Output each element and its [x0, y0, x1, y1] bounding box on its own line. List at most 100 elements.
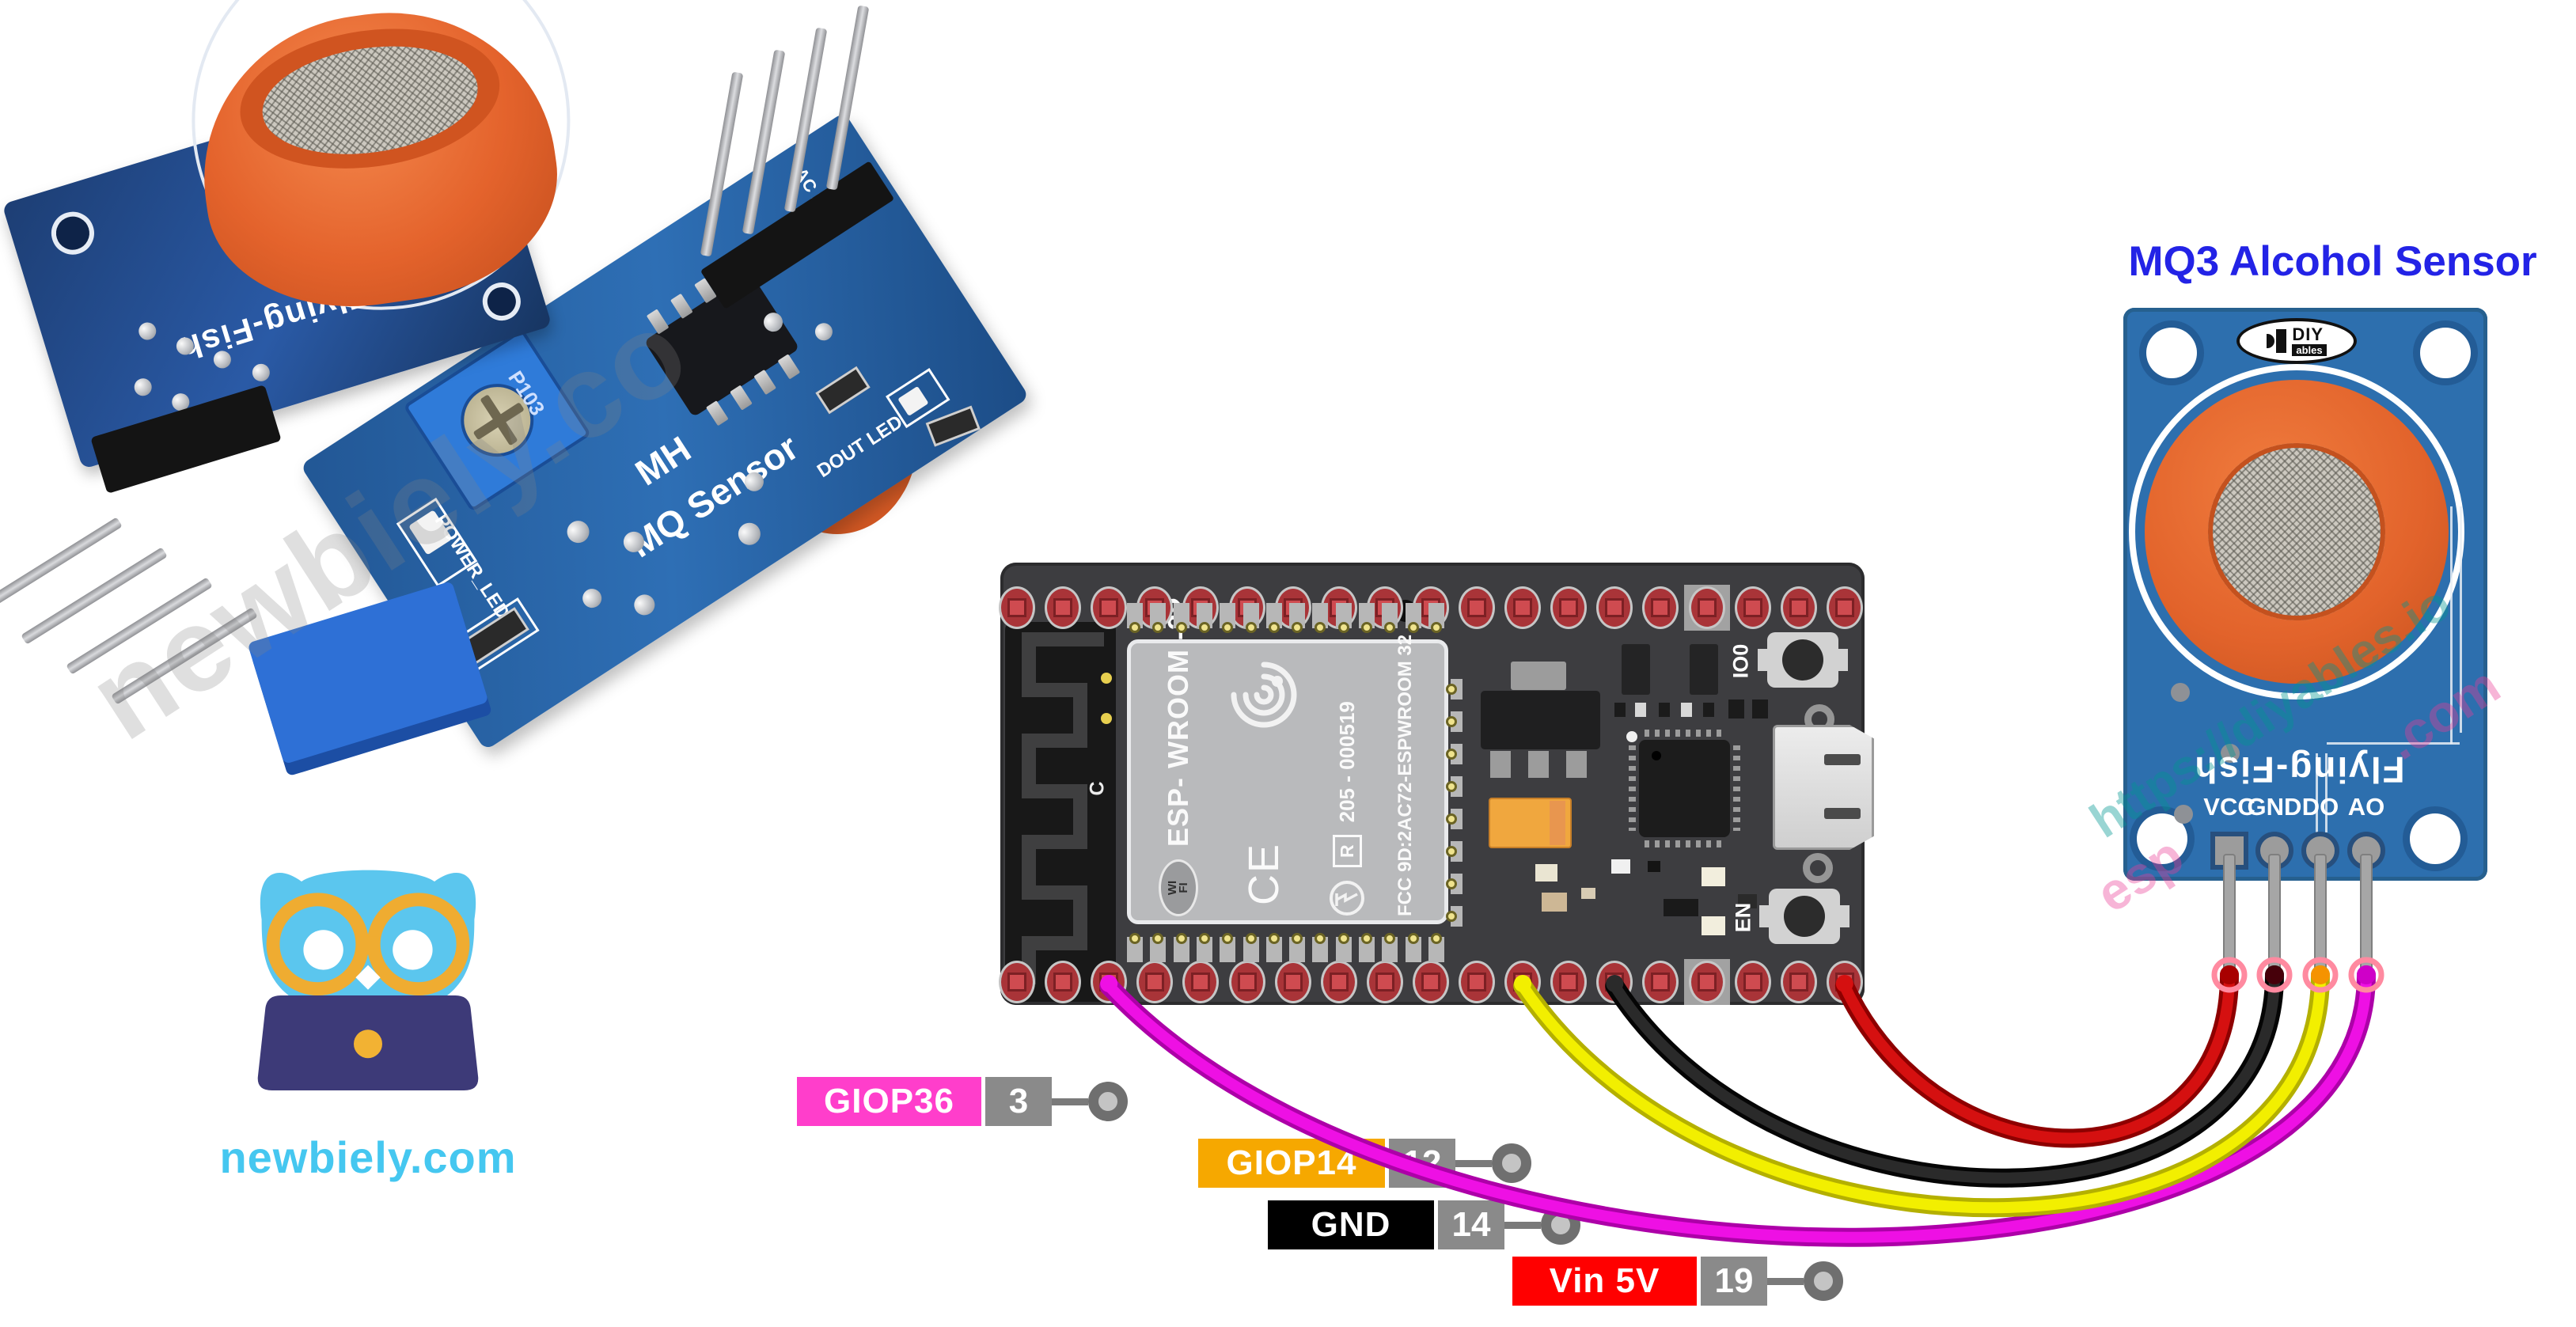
- castellation-pad: [1405, 937, 1421, 962]
- castellation-pad: [1173, 603, 1189, 628]
- castellation-hole: [1446, 813, 1457, 825]
- castellation-pad: [1405, 603, 1421, 628]
- mount-hole: [2420, 328, 2471, 378]
- leader-line: [1455, 1159, 1492, 1167]
- castellation-hole: [1337, 933, 1349, 944]
- esp32-pin-hole: [1550, 961, 1588, 1003]
- led: [1626, 731, 1637, 742]
- esp32-pin-hole: [1596, 586, 1633, 629]
- diyables-glyph: [2267, 329, 2287, 353]
- sensor-pin-pad: [2255, 832, 2293, 870]
- sensor-pin-name: AO: [2347, 793, 2385, 821]
- castellation-hole: [1384, 933, 1396, 944]
- esp32-pin-hole: [1228, 961, 1265, 1003]
- esp32-pin-hole: [999, 586, 1035, 629]
- voltage-regulator: [1481, 691, 1600, 749]
- castellation-hole: [1222, 933, 1234, 944]
- castellation-pad: [1150, 937, 1167, 962]
- wire-esp-connection: [1514, 975, 1532, 992]
- wire-esp-connection: [1100, 975, 1118, 992]
- castellation-pad: [1220, 937, 1236, 962]
- esp32-pin-hole: [1182, 961, 1220, 1003]
- castellation-hole: [1446, 878, 1457, 889]
- espressif-logo: [1231, 662, 1297, 728]
- wire-tip-glow: [2256, 957, 2293, 993]
- castellation-hole: [1129, 933, 1140, 944]
- castellation-hole: [1198, 933, 1210, 944]
- wire-tip-glow: [2302, 957, 2339, 993]
- castellation-pad: [1382, 937, 1398, 962]
- pin-function-label: GIOP36: [797, 1077, 981, 1126]
- castellation-pad: [1428, 603, 1444, 628]
- castellation-hole: [1268, 933, 1280, 944]
- leader-dot: [1492, 1143, 1531, 1183]
- castellation-hole: [1430, 933, 1442, 944]
- esp32-pin-hole: [1826, 586, 1863, 629]
- castellation-pad: [1335, 603, 1352, 628]
- wire-tip-glow: [2211, 957, 2248, 993]
- logo-text-top: DIY: [2292, 324, 2324, 344]
- esp32-pin-hole: [1734, 586, 1771, 629]
- castellation-pad: [1289, 937, 1306, 962]
- owl-mascot-icon: [257, 870, 479, 1090]
- castellation-pad: [1359, 603, 1375, 628]
- castellation-hole: [1407, 622, 1419, 633]
- castellation-pad: [1127, 937, 1143, 962]
- castellation-pad: [1382, 603, 1398, 628]
- wire-esp-connection: [1606, 975, 1624, 992]
- castellation-hole: [1245, 933, 1257, 944]
- castellation-pad: [1312, 937, 1329, 962]
- wifi-antenna: [1005, 622, 1116, 1002]
- regulator-leg: [1528, 751, 1549, 778]
- cert-mark-icon: [1330, 881, 1365, 916]
- castellation-pad: [1312, 603, 1329, 628]
- castellation-hole: [1152, 622, 1164, 633]
- sensor-pin-stub: [2223, 854, 2236, 973]
- en-button[interactable]: [1769, 889, 1840, 944]
- wire-tip: [2265, 965, 2284, 984]
- castellation-hole: [1315, 622, 1326, 633]
- sensor-pin-stub: [2314, 854, 2327, 973]
- esp32-pin-hole: [1091, 586, 1128, 629]
- castellation-pad: [1265, 603, 1282, 628]
- castellation-pad: [1428, 937, 1444, 962]
- logo-text-bottom: ables: [2292, 344, 2327, 356]
- esp32-pin-hole: [1780, 586, 1817, 629]
- leader-line: [1052, 1098, 1088, 1105]
- pin-number-badge: 3: [985, 1077, 1052, 1126]
- castellation-hole: [1292, 933, 1303, 944]
- regulator-tab: [1511, 662, 1566, 690]
- castellation-hole: [1198, 622, 1210, 633]
- leader-line: [1767, 1277, 1804, 1285]
- castellation-hole: [1446, 684, 1457, 695]
- wire-gnd: [1609, 969, 2280, 1184]
- esp32-pin-hole: [1550, 586, 1588, 629]
- sensor-pin-name: DO: [2301, 793, 2339, 821]
- sensor-pin-stub: [2268, 854, 2281, 973]
- wire-ao: [1103, 969, 2372, 1243]
- brand-site-label: newbiely.com: [219, 1132, 517, 1182]
- micro-usb-port[interactable]: [1773, 725, 1874, 850]
- wire-tip: [2311, 965, 2330, 984]
- castellation-hole: [1446, 911, 1457, 922]
- usb-uart-chip: [1639, 740, 1730, 837]
- esp-wroom-32-shield: WI FI ESP- WROOM -32 CE: [1127, 597, 1448, 924]
- boot-button[interactable]: [1767, 632, 1838, 688]
- sensor-heading: MQ3 Alcohol Sensor: [2128, 238, 2537, 285]
- castellation-hole: [1407, 933, 1419, 944]
- castellation-pad: [1220, 603, 1236, 628]
- castellation-pad: [1335, 937, 1352, 962]
- castellation-hole: [1446, 781, 1457, 792]
- wire-esp-connection: [1835, 975, 1853, 992]
- castellation-hole: [1384, 622, 1396, 633]
- wire-tip-glow: [2348, 957, 2384, 993]
- diyables-logo: DIY ables: [2236, 318, 2357, 364]
- sensor-pin-stub: [2360, 854, 2373, 973]
- esp32-pin-hole: [1045, 586, 1082, 629]
